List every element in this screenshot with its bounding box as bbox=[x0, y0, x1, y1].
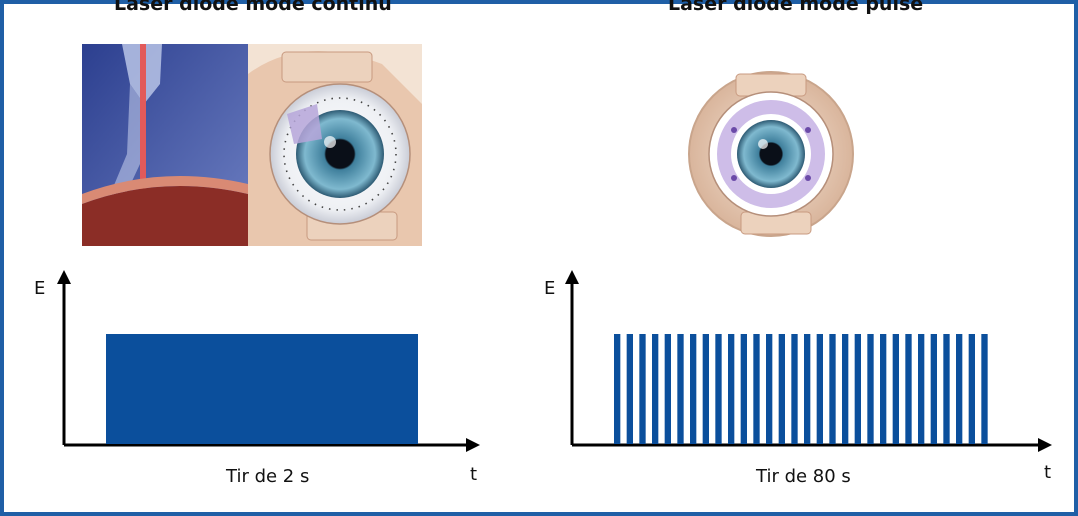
pulse-bar bbox=[664, 334, 671, 444]
panel-title-pulsed: Laser diode mode pulsé bbox=[668, 0, 924, 15]
pulse-bar bbox=[854, 334, 861, 444]
pulse-bar bbox=[702, 334, 709, 444]
pulse-bar bbox=[804, 334, 811, 444]
pulse-bar bbox=[753, 334, 760, 444]
treatment-points bbox=[283, 97, 397, 211]
pulse-bar bbox=[905, 334, 912, 444]
pulse-bar bbox=[943, 334, 950, 444]
x-axis-label-pulsed: t bbox=[1044, 462, 1052, 483]
pulse-bar bbox=[880, 334, 887, 444]
panel-title-continuous: Laser diode mode continu bbox=[114, 0, 392, 15]
pulse-bar bbox=[639, 334, 646, 444]
pulse-bar bbox=[981, 334, 988, 444]
y-axis-arrow-continuous bbox=[57, 270, 71, 284]
energy-time-charts bbox=[57, 270, 1052, 452]
pulse-bar bbox=[715, 334, 722, 444]
shot-label-continuous: Tir de 2 s bbox=[226, 466, 310, 487]
pulse-bar bbox=[867, 334, 874, 444]
pulse-bar bbox=[728, 334, 735, 444]
pulse-bar bbox=[690, 334, 697, 444]
pulse-bar bbox=[930, 334, 937, 444]
pulse-bar bbox=[652, 334, 659, 444]
pulse-bar bbox=[626, 334, 633, 444]
pulse-bar bbox=[778, 334, 785, 444]
pulse-bar bbox=[740, 334, 747, 444]
continuous-energy-block bbox=[106, 334, 418, 444]
pulse-bar bbox=[677, 334, 684, 444]
pulsed-laser-illustration bbox=[688, 71, 854, 237]
iris bbox=[737, 120, 805, 188]
pulse-bar bbox=[791, 334, 798, 444]
pulse-bar bbox=[766, 334, 773, 444]
pulse-bar bbox=[956, 334, 963, 444]
pulse-bar bbox=[918, 334, 925, 444]
y-axis-arrow-pulsed bbox=[565, 270, 579, 284]
pulse-bar bbox=[842, 334, 849, 444]
y-axis-label-pulsed: E bbox=[544, 278, 556, 299]
pulse-bar bbox=[816, 334, 823, 444]
pulse-bar bbox=[968, 334, 975, 444]
laser-beam bbox=[140, 44, 146, 194]
pulse-bar bbox=[892, 334, 899, 444]
y-axis-label-continuous: E bbox=[34, 278, 46, 299]
continuous-laser-illustration bbox=[82, 44, 422, 246]
x-axis-arrow-continuous bbox=[466, 438, 480, 452]
pulse-bar bbox=[614, 334, 621, 444]
x-axis-label-continuous: t bbox=[470, 464, 478, 485]
shot-label-pulsed: Tir de 80 s bbox=[756, 466, 851, 487]
x-axis-arrow-pulsed bbox=[1038, 438, 1052, 452]
pulse-bar bbox=[829, 334, 836, 444]
